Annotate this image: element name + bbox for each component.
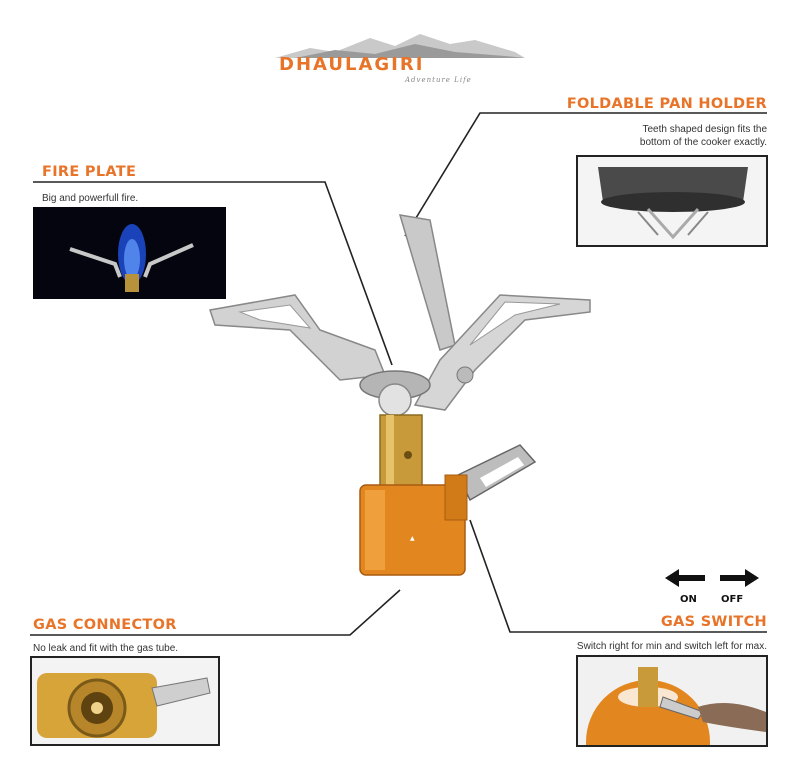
fire-plate-photo bbox=[33, 207, 226, 299]
brand-logo: DHAULAGIRI Adventure Life bbox=[275, 30, 525, 85]
on-label: ON bbox=[680, 594, 697, 605]
brand-tagline: Adventure Life bbox=[405, 76, 472, 84]
pan-holder-description-line2: bottom of the cooker exactly. bbox=[639, 137, 767, 148]
gas-connector-photo bbox=[30, 656, 220, 746]
direction-arrows bbox=[665, 569, 759, 587]
pan-holder-description: Teeth shaped design fits the bottom of t… bbox=[640, 123, 767, 149]
gas-connector-title: GAS CONNECTOR bbox=[33, 617, 177, 633]
pan-holder-description-line1: Teeth shaped design fits the bbox=[642, 124, 767, 135]
svg-text:▲: ▲ bbox=[410, 535, 415, 542]
off-label: OFF bbox=[721, 594, 744, 605]
gas-connector-description: No leak and fit with the gas tube. bbox=[33, 643, 179, 654]
gas-switch-title: GAS SWITCH bbox=[660, 614, 767, 630]
arrow-left-icon bbox=[665, 569, 705, 587]
gas-switch-photo bbox=[576, 655, 768, 747]
fire-plate-description: Big and powerfull fire. bbox=[42, 193, 139, 204]
brand-name: DHAULAGIRI bbox=[279, 54, 425, 75]
mountain-icon bbox=[275, 34, 525, 58]
gas-switch-description: Switch right for min and switch left for… bbox=[576, 641, 767, 652]
fire-plate-title: FIRE PLATE bbox=[42, 164, 137, 180]
pan-holder-photo bbox=[576, 155, 768, 247]
stove-illustration: ▲ bbox=[209, 214, 591, 576]
arrow-right-icon bbox=[720, 569, 759, 587]
pan-holder-title: FOLDABLE PAN HOLDER bbox=[566, 96, 767, 112]
